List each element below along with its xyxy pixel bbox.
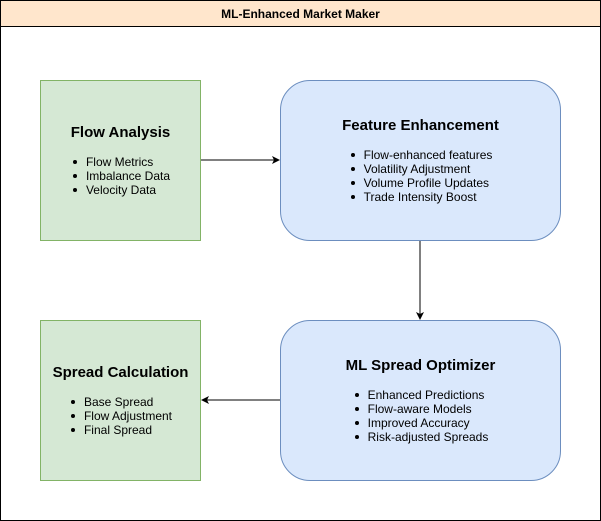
ml-spread-optimizer-title: ML Spread Optimizer: [345, 357, 496, 374]
list-item: Volatility Adjustment: [349, 162, 493, 176]
spread-calculation-title: Spread Calculation: [52, 364, 189, 381]
spread-calculation-box: Spread Calculation Base Spread Flow Adju…: [40, 320, 201, 481]
list-item: Trade Intensity Boost: [349, 190, 493, 204]
list-item: Imbalance Data: [71, 169, 170, 183]
feature-enhancement-list: Flow-enhanced features Volatility Adjust…: [349, 148, 493, 204]
ml-spread-optimizer-list: Enhanced Predictions Flow-aware Models I…: [353, 388, 489, 444]
ml-spread-optimizer-box: ML Spread Optimizer Enhanced Predictions…: [280, 320, 561, 481]
flow-analysis-title: Flow Analysis: [70, 124, 171, 141]
list-item: Flow-enhanced features: [349, 148, 492, 162]
spread-calculation-list: Base Spread Flow Adjustment Final Spread: [69, 395, 172, 437]
list-item: Velocity Data: [71, 183, 170, 197]
list-item: Flow-aware Models: [353, 402, 489, 416]
list-item: Risk-adjusted Spreads: [353, 430, 488, 444]
flow-analysis-list: Flow Metrics Imbalance Data Velocity Dat…: [71, 155, 170, 197]
list-item: Enhanced Predictions: [353, 388, 489, 402]
list-item: Improved Accuracy: [353, 416, 489, 430]
list-item: Final Spread: [69, 423, 172, 437]
list-item: Flow Adjustment: [69, 409, 172, 423]
feature-enhancement-title: Feature Enhancement: [342, 117, 499, 134]
feature-enhancement-box: Feature Enhancement Flow-enhanced featur…: [280, 80, 561, 241]
flow-analysis-box: Flow Analysis Flow Metrics Imbalance Dat…: [40, 80, 201, 241]
list-item: Base Spread: [69, 395, 172, 409]
list-item: Flow Metrics: [71, 155, 170, 169]
list-item: Volume Profile Updates: [349, 176, 493, 190]
diagram-title: ML-Enhanced Market Maker: [1, 1, 600, 27]
